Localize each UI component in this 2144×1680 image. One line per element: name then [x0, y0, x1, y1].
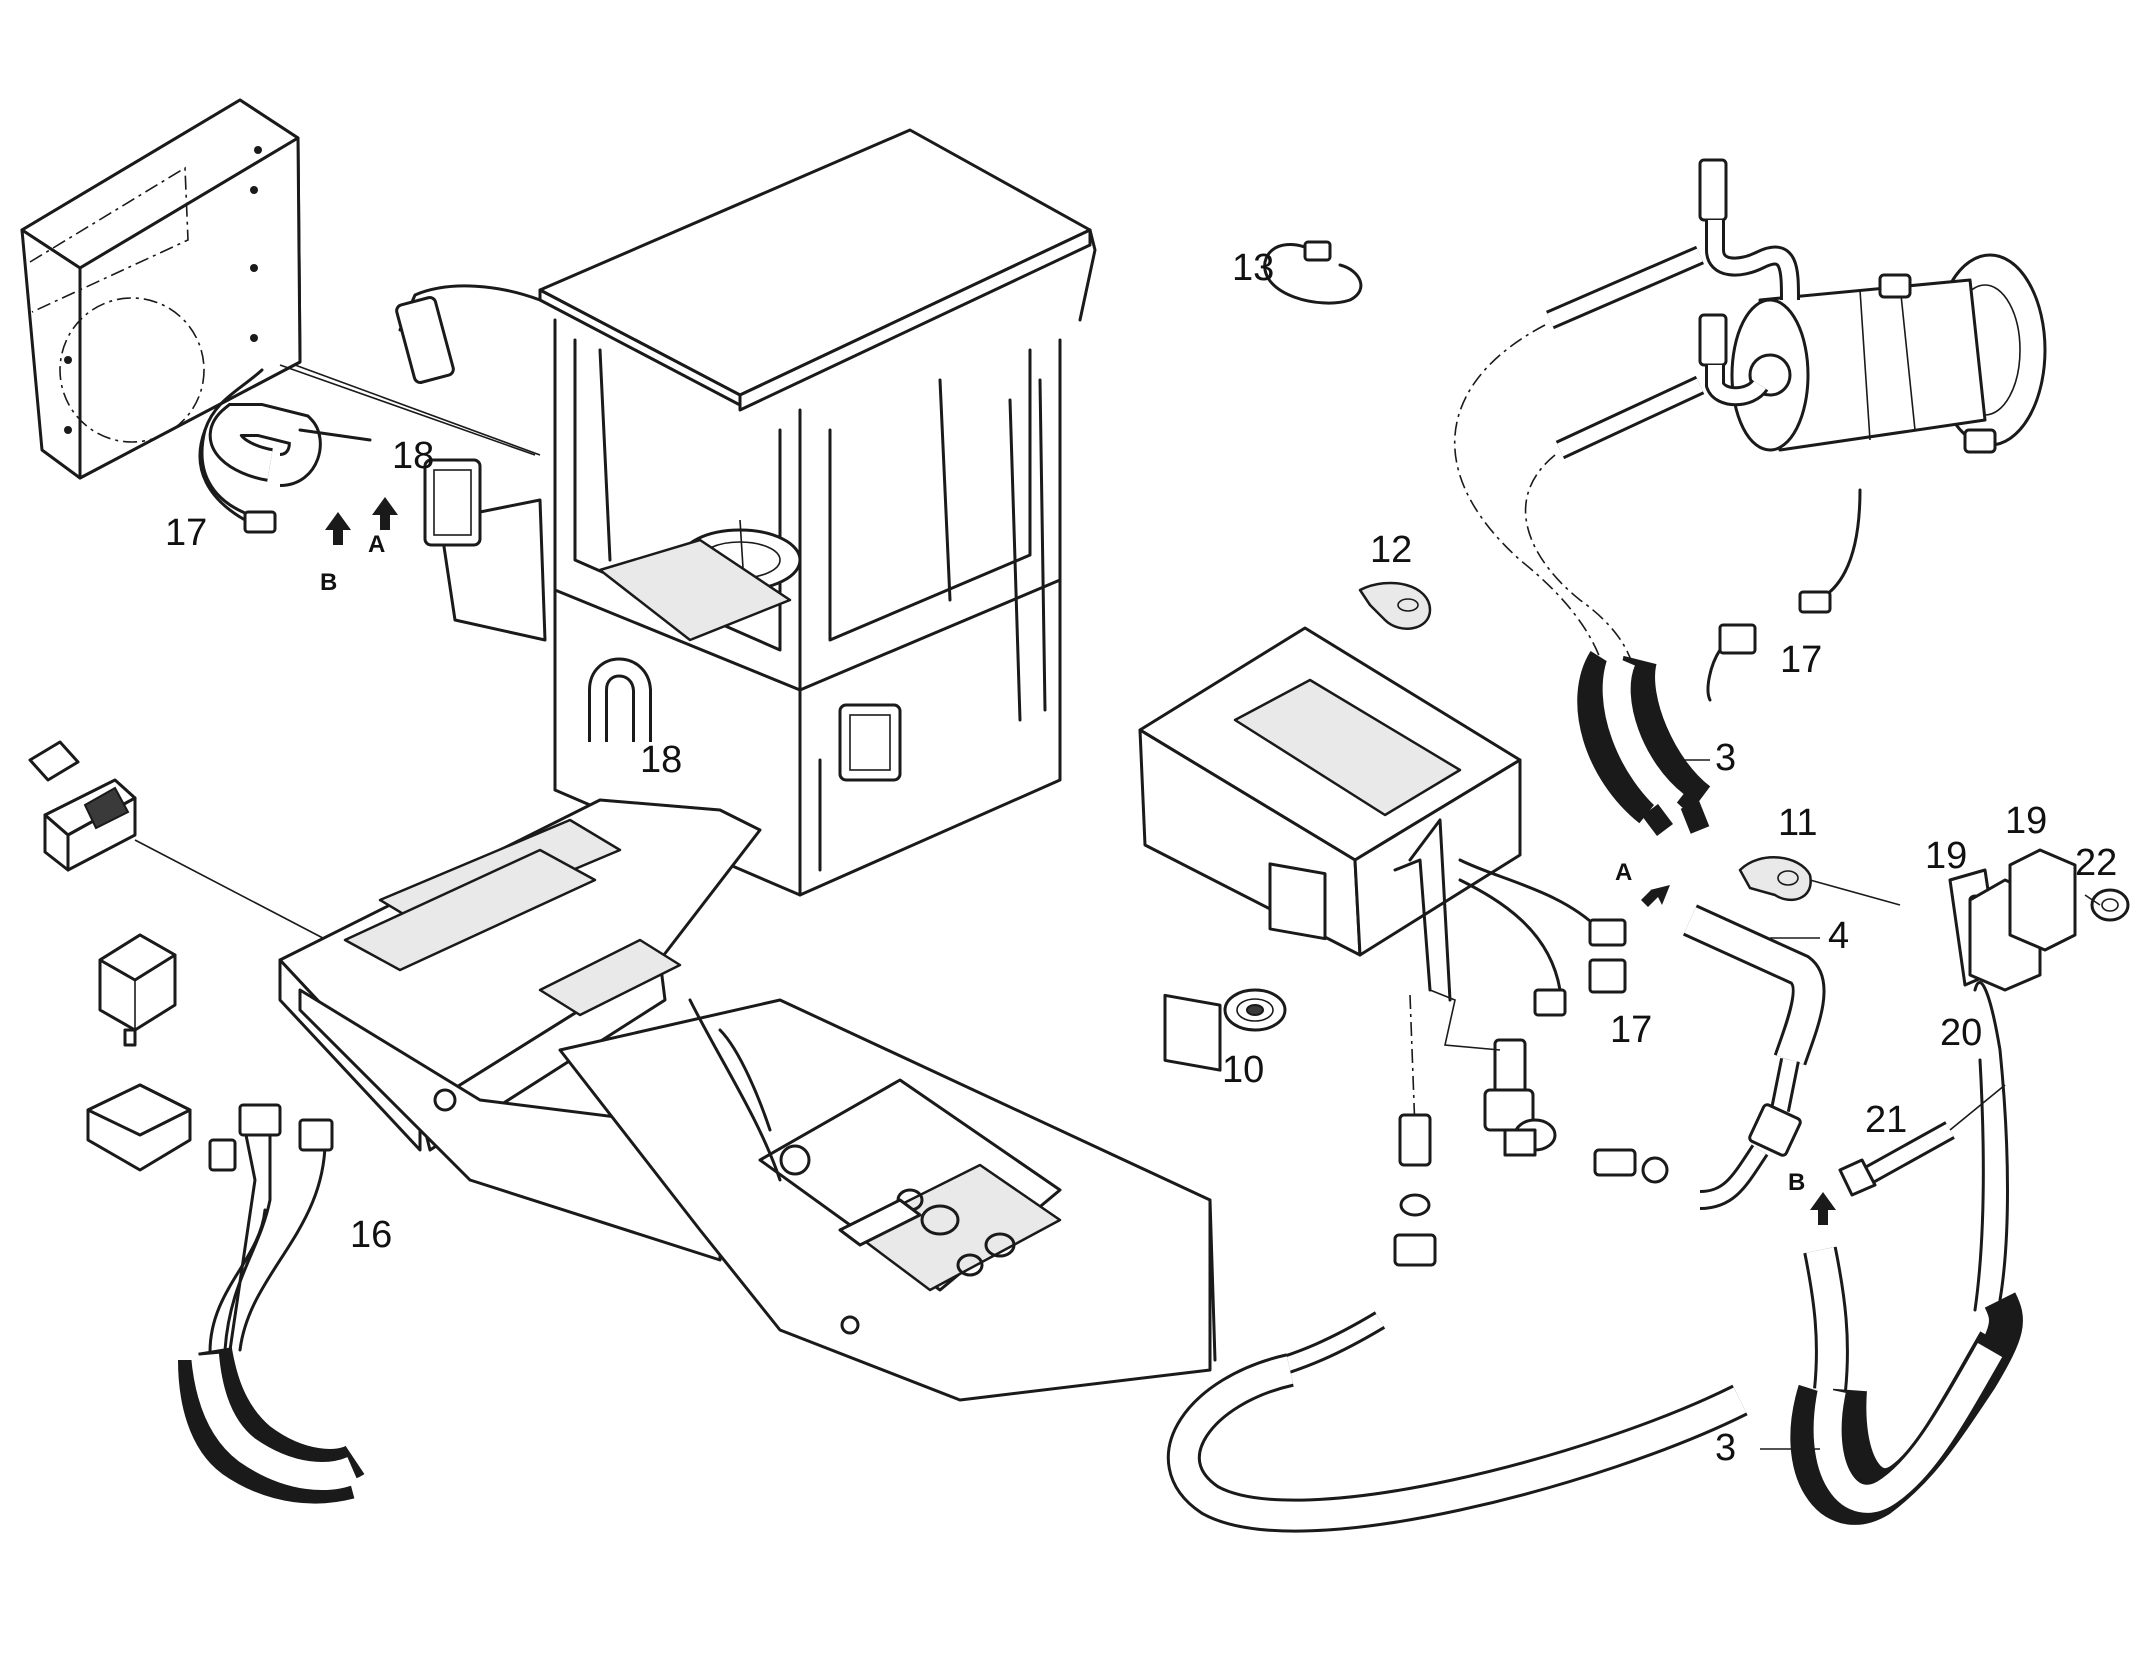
label-part-12: 12 [1370, 529, 1412, 571]
ac-hoses-upper [1454, 245, 1705, 741]
compressor [1730, 253, 2047, 454]
label-part-10: 10 [1222, 1049, 1264, 1091]
label-part-19-b: 19 [2005, 800, 2047, 842]
compressor-fittings [1698, 158, 1800, 407]
label-part-20: 20 [1940, 1012, 1982, 1054]
leader-lines [1660, 759, 2101, 1450]
pipe-clip-11 [1738, 856, 1901, 906]
label-arrow-a-right: A [1615, 859, 1632, 886]
sealing-tape-10 [1223, 988, 1287, 1032]
label-part-17-mid: 17 [1610, 1009, 1652, 1051]
arrow-markers [325, 497, 1836, 1225]
label-part-17-left: 17 [165, 512, 207, 554]
label-arrow-a-left: A [368, 531, 385, 558]
fan-housing [20, 98, 302, 517]
label-part-3-top: 3 [1715, 737, 1736, 779]
hose-sleeve-3-bottom [1790, 981, 2023, 1525]
lower-fittings [1393, 994, 1437, 1267]
evaporator-unit [1138, 626, 1627, 1072]
pipe-clip-12 [1358, 581, 1432, 630]
label-part-4: 4 [1828, 915, 1849, 957]
label-part-19-a: 19 [1925, 835, 1967, 877]
label-part-22: 22 [2075, 842, 2117, 884]
expansion-valve [1429, 989, 1669, 1184]
label-part-18-cab: 18 [640, 739, 682, 781]
label-part-3-bottom: 3 [1715, 1427, 1736, 1469]
label-part-17-right: 17 [1780, 639, 1822, 681]
tractor-cab [395, 128, 1097, 897]
connector-17-left [198, 428, 277, 534]
relay-socket [86, 1083, 192, 1172]
dashboard-console [278, 798, 1217, 1402]
rocker-switch [28, 740, 137, 872]
hose-clamp-13 [1263, 240, 1363, 305]
label-part-11: 11 [1778, 802, 1817, 844]
relay [98, 933, 177, 1047]
label-arrow-b-left: B [320, 569, 337, 596]
label-part-13: 13 [1232, 247, 1274, 289]
label-part-16: 16 [350, 1214, 392, 1256]
bolt-21 [1838, 1084, 2006, 1197]
connector-17-right [1706, 488, 1862, 702]
hose-sleeve-3-top [1577, 651, 1711, 836]
hose-4 [1682, 904, 1826, 1210]
label-arrow-b-right: B [1788, 1169, 1805, 1196]
ac-hose-lower [1166, 1246, 1849, 1533]
wiring-harness-16 [178, 1103, 365, 1504]
label-part-21: 21 [1865, 1099, 1907, 1141]
hose-18-top [208, 403, 372, 487]
label-part-18-top: 18 [392, 435, 434, 477]
bracket-19-20 [1948, 848, 2130, 992]
